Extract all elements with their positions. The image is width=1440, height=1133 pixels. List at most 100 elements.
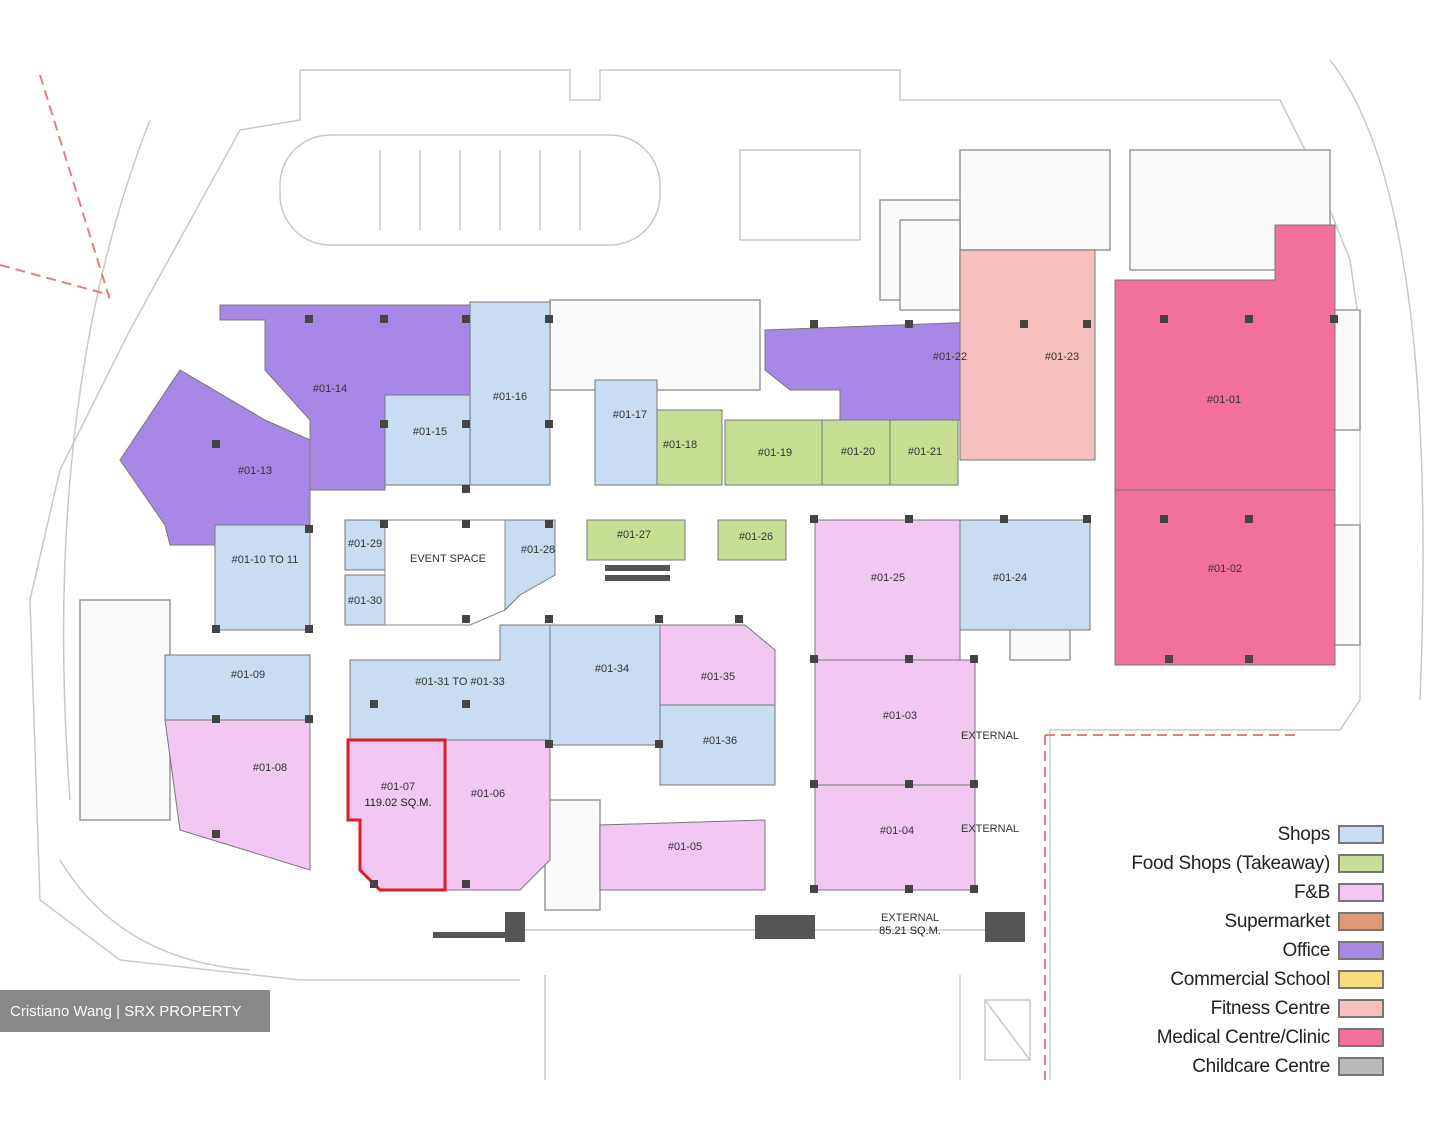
legend-item: Childcare Centre [1084, 1052, 1384, 1081]
label-01-35: #01-35 [701, 671, 735, 683]
label-external-3: EXTERNAL [881, 912, 939, 924]
legend-item: Fitness Centre [1084, 994, 1384, 1023]
legend-label: Food Shops (Takeaway) [1131, 852, 1330, 874]
legend-swatch [1338, 1028, 1384, 1047]
legend-swatch [1338, 883, 1384, 902]
unit-01-18[interactable] [656, 409, 723, 486]
label-01-08: #01-08 [253, 762, 287, 774]
unit-01-21[interactable] [889, 419, 959, 486]
legend-item: Supermarket [1084, 907, 1384, 936]
label-01-09: #01-09 [231, 669, 265, 681]
legend-swatch [1338, 1057, 1384, 1076]
label-01-19: #01-19 [758, 447, 792, 459]
legend-item: Office [1084, 936, 1384, 965]
legend-swatch [1338, 941, 1384, 960]
unit-01-07[interactable] [346, 738, 447, 892]
label-01-17: #01-17 [613, 409, 647, 421]
legend-item: Commercial School [1084, 965, 1384, 994]
legend-swatch [1338, 999, 1384, 1018]
unit-01-03[interactable] [814, 659, 976, 786]
label-01-07-area: 119.02 SQ.M. [364, 797, 431, 809]
unit-labels: #01-14 #01-15 #01-16 #01-13 #01-17 #01-1… [231, 351, 1242, 937]
watermark-text: Cristiano Wang | SRX PROPERTY [10, 1002, 242, 1020]
label-01-16: #01-16 [493, 391, 527, 403]
unit-01-17[interactable] [594, 379, 658, 486]
service-core [79, 149, 1361, 911]
label-01-30: #01-30 [348, 595, 382, 607]
legend-swatch [1338, 854, 1384, 873]
label-01-21: #01-21 [908, 446, 942, 458]
legend-label: Fitness Centre [1210, 997, 1331, 1019]
label-01-25: #01-25 [871, 572, 905, 584]
label-01-31-33: #01-31 TO #01-33 [415, 676, 505, 688]
label-01-07: #01-07 [381, 781, 415, 793]
unit-01-09[interactable] [164, 654, 311, 721]
legend-item: F&B [1084, 878, 1384, 907]
label-01-34: #01-34 [595, 663, 629, 675]
unit-01-06[interactable] [444, 739, 551, 891]
label-event-space: EVENT SPACE [410, 553, 486, 565]
unit-01-05[interactable] [599, 819, 766, 891]
unit-01-30[interactable] [344, 574, 386, 626]
label-01-24: #01-24 [993, 572, 1027, 584]
legend-label: Commercial School [1170, 968, 1330, 990]
unit-01-20[interactable] [821, 419, 891, 486]
legend-label: Shops [1277, 823, 1331, 845]
unit-01-15[interactable] [384, 394, 471, 486]
label-01-23: #01-23 [1045, 351, 1079, 363]
label-external-1: EXTERNAL [961, 730, 1019, 742]
label-01-13: #01-13 [238, 465, 272, 477]
unit-01-34[interactable] [549, 624, 661, 746]
legend-item: Shops [1084, 820, 1384, 849]
unit-01-23[interactable] [959, 249, 1096, 461]
label-01-36: #01-36 [703, 735, 737, 747]
label-01-18: #01-18 [663, 439, 697, 451]
watermark: Cristiano Wang | SRX PROPERTY [0, 990, 270, 1032]
legend-item: Food Shops (Takeaway) [1084, 849, 1384, 878]
unit-01-28[interactable] [504, 519, 556, 612]
unit-01-16[interactable] [469, 301, 551, 486]
structural-columns [212, 315, 1338, 893]
label-external-3-area: 85.21 SQ.M. [879, 925, 941, 937]
unit-01-36[interactable] [659, 704, 776, 786]
unit-01-25[interactable] [814, 519, 961, 661]
red-dashed-boundary [0, 74, 1300, 1080]
unit-01-27[interactable] [586, 519, 686, 561]
legend-swatch [1338, 825, 1384, 844]
escalators [433, 565, 1025, 942]
label-01-05: #01-05 [668, 841, 702, 853]
label-01-06: #01-06 [471, 788, 505, 800]
unit-01-10-11[interactable] [214, 524, 311, 631]
unit-01-13[interactable] [119, 369, 311, 546]
label-01-04: #01-04 [880, 825, 914, 837]
label-external-2: EXTERNAL [961, 823, 1019, 835]
legend-label: F&B [1293, 881, 1330, 903]
event-space [384, 519, 506, 626]
legend-label: Childcare Centre [1192, 1055, 1330, 1077]
label-01-22: #01-22 [933, 351, 967, 363]
label-01-29: #01-29 [348, 538, 382, 550]
label-01-26: #01-26 [739, 531, 773, 543]
legend-swatch [1338, 970, 1384, 989]
legend-label: Office [1282, 939, 1331, 961]
unit-01-04[interactable] [814, 784, 976, 891]
label-01-14: #01-14 [313, 383, 347, 395]
legend-label: Supermarket [1224, 910, 1331, 932]
label-01-28: #01-28 [521, 544, 555, 556]
label-01-03: #01-03 [883, 710, 917, 722]
unit-01-26[interactable] [717, 519, 787, 561]
legend-item: Medical Centre/Clinic [1084, 1023, 1384, 1052]
unit-01-08[interactable] [164, 719, 311, 871]
label-01-15: #01-15 [413, 426, 447, 438]
unit-01-02[interactable] [1114, 489, 1336, 666]
label-01-10-11: #01-10 TO 11 [232, 554, 299, 566]
legend-label: Medical Centre/Clinic [1156, 1026, 1331, 1048]
unit-01-35[interactable] [659, 624, 776, 706]
label-01-20: #01-20 [841, 446, 875, 458]
label-01-02: #01-02 [1208, 563, 1242, 575]
label-01-27: #01-27 [617, 529, 651, 541]
unit-01-24[interactable] [959, 519, 1091, 631]
legend-swatch [1338, 912, 1384, 931]
